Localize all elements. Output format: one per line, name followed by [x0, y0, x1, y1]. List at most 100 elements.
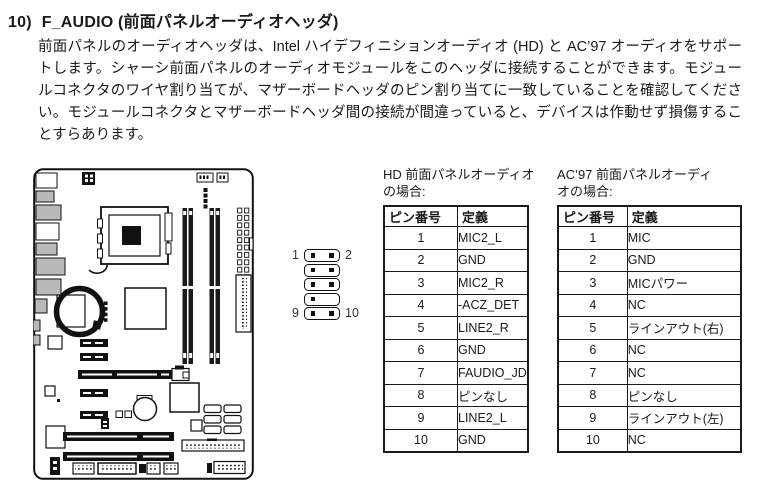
section-number: 10)	[8, 14, 32, 31]
pin-1	[310, 253, 315, 258]
table-header-row: ピン番号 定義	[557, 205, 742, 227]
def-cell: -ACZ_DET	[456, 293, 529, 317]
pin-label-2: 2	[345, 248, 352, 262]
pin-row-1-2	[304, 249, 340, 262]
def-cell: ラインアウト(右)	[626, 316, 742, 340]
pin-cell: 6	[557, 338, 628, 362]
motherboard-diagram	[32, 168, 254, 480]
hd-caption-line2: の場合:	[383, 184, 426, 199]
def-cell: GND	[456, 338, 529, 362]
pin-3	[310, 267, 315, 273]
section-title: F_AUDIO (前面パネルオーディオヘッダ)	[41, 14, 339, 31]
table-header-row: ピン番号 定義	[383, 205, 529, 227]
pin-row-3-4	[304, 263, 340, 277]
ac97-caption-line2: オの場合:	[557, 184, 613, 199]
pin-cell: 7	[383, 361, 458, 385]
pin-cell: 9	[557, 406, 628, 430]
def-cell: ピンなし	[456, 383, 529, 407]
section-heading: 10) F_AUDIO (前面パネルオーディオヘッダ)	[8, 8, 339, 32]
pin-cell: 3	[383, 271, 458, 295]
col-definition: 定義	[456, 205, 529, 227]
def-cell: NC	[626, 428, 742, 453]
f-audio-highlight-circle	[53, 285, 106, 338]
pin-cell: 2	[383, 248, 458, 272]
ac97-caption-line1: AC’97 前面パネルオーディ	[557, 167, 713, 182]
pin-cell: 10	[557, 428, 628, 453]
pin-cell: 4	[557, 293, 628, 317]
pin-9	[310, 311, 315, 316]
pin-label-9: 9	[292, 306, 299, 320]
def-cell: ラインアウト(左)	[626, 406, 742, 430]
pin-10	[329, 311, 334, 316]
def-cell: MIC2_R	[456, 271, 529, 295]
def-cell: NC	[626, 293, 742, 317]
pin-cell: 5	[557, 316, 628, 340]
f-audio-pin-diagram: 1 2 9 10	[286, 249, 366, 320]
pin-row-7-8	[304, 292, 340, 306]
def-cell: LINE2_L	[456, 406, 529, 430]
pin-label-1: 1	[292, 248, 299, 262]
pin-7	[310, 296, 315, 302]
def-cell: GND	[456, 248, 529, 272]
pin-cell: 3	[557, 271, 628, 295]
def-cell: LINE2_R	[456, 316, 529, 340]
def-cell: MIC2_L	[456, 226, 529, 250]
def-cell: GND	[456, 428, 529, 453]
def-cell: MICパワー	[626, 271, 742, 295]
pin-cell: 2	[557, 248, 628, 272]
col-pin-number: ピン番号	[383, 205, 458, 227]
def-cell: NC	[626, 361, 742, 385]
table-row: 4-ACZ_DET	[383, 293, 529, 317]
pin-row-9-10	[304, 307, 340, 320]
pin-cell: 8	[557, 383, 628, 407]
pin-label-10: 10	[345, 306, 359, 320]
def-cell: NC	[626, 338, 742, 362]
hd-caption-line1: HD 前面パネルオーディオ	[383, 167, 535, 182]
pin-row-5-6	[304, 278, 340, 291]
col-definition: 定義	[626, 205, 742, 227]
def-cell: ピンなし	[626, 383, 742, 407]
def-cell: FAUDIO_JD	[456, 361, 529, 385]
pin-4	[329, 267, 334, 273]
pin-cell: 7	[557, 361, 628, 385]
pin-cell: 4	[383, 293, 458, 317]
ac97-table-caption: AC’97 前面パネルオーディ オの場合:	[557, 166, 742, 200]
pin-cell: 1	[383, 226, 458, 250]
motherboard-svg	[32, 168, 254, 480]
hd-table-caption: HD 前面パネルオーディオ の場合:	[383, 166, 535, 200]
pin-6	[329, 282, 334, 287]
f-audio-header-pins	[104, 301, 108, 322]
section-paragraph: 前面パネルのオーディオヘッダは、Intel ハイデフィニションオーディオ (HD…	[38, 39, 742, 143]
pin-cell: 5	[383, 316, 458, 340]
pin-cell: 10	[383, 428, 458, 453]
pin-2	[329, 253, 334, 258]
pin-cell: 8	[383, 383, 458, 407]
col-pin-number: ピン番号	[557, 205, 628, 227]
pin-cell: 9	[383, 406, 458, 430]
def-cell: GND	[626, 248, 742, 272]
pin-5	[310, 282, 315, 287]
